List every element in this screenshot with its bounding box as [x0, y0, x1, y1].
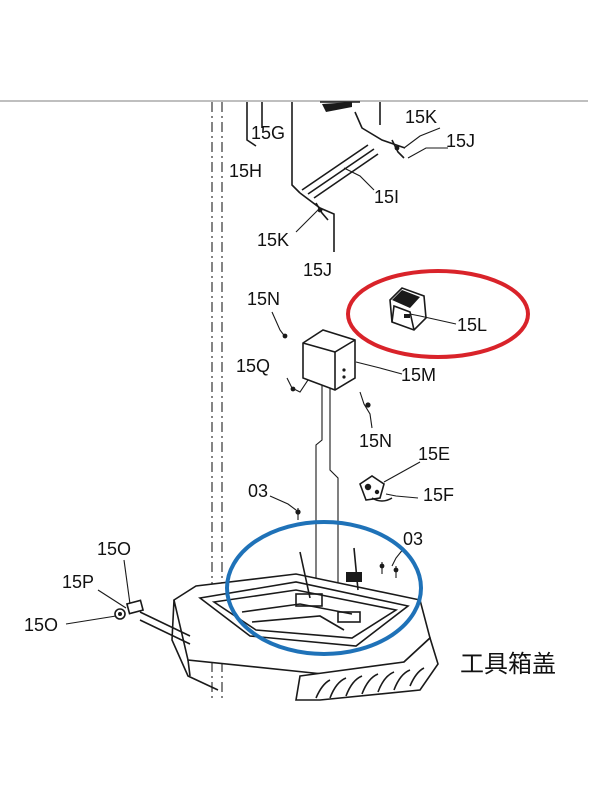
part-15L [389, 287, 427, 331]
label-15K-top: 15K [405, 107, 437, 127]
screw-15Q [286, 377, 309, 393]
red-highlight-ellipse [346, 269, 530, 359]
blue-highlight-ellipse [225, 520, 423, 656]
label-15G: 15G [251, 123, 285, 143]
upper-frame-assembly [246, 101, 406, 252]
label-15N-mid: 15N [359, 431, 392, 451]
label-15J-top: 15J [446, 131, 475, 151]
label-15H: 15H [229, 161, 262, 181]
label-15E: 15E [418, 444, 450, 464]
screw-15N-mid [359, 391, 373, 429]
screw-15N-top [271, 311, 288, 339]
screw-03-right [379, 562, 399, 578]
hinge-parts-15O-15P [65, 559, 191, 645]
label-15N-top: 15N [247, 289, 280, 309]
rod-lines [315, 383, 339, 700]
label-15K-mid: 15K [257, 230, 289, 250]
part-15M-box [302, 329, 356, 391]
toolbox-lid [171, 547, 439, 701]
part-15E-15F [359, 475, 393, 502]
label-15P: 15P [62, 572, 94, 592]
label-15J-mid: 15J [303, 260, 332, 280]
label-03-right: 03 [403, 529, 423, 549]
label-15M: 15M [401, 365, 436, 385]
label-15Q: 15Q [236, 356, 270, 376]
label-15O-top: 15O [97, 539, 131, 559]
label-15F: 15F [423, 485, 454, 505]
label-15I: 15I [374, 187, 399, 207]
toolbox-lid-caption: 工具箱盖 [460, 650, 556, 678]
label-03-left: 03 [248, 481, 268, 501]
screw-03-left [295, 508, 301, 520]
label-15O-bottom: 15O [24, 615, 58, 635]
label-15L: 15L [457, 315, 487, 335]
leader-lines [269, 127, 457, 567]
